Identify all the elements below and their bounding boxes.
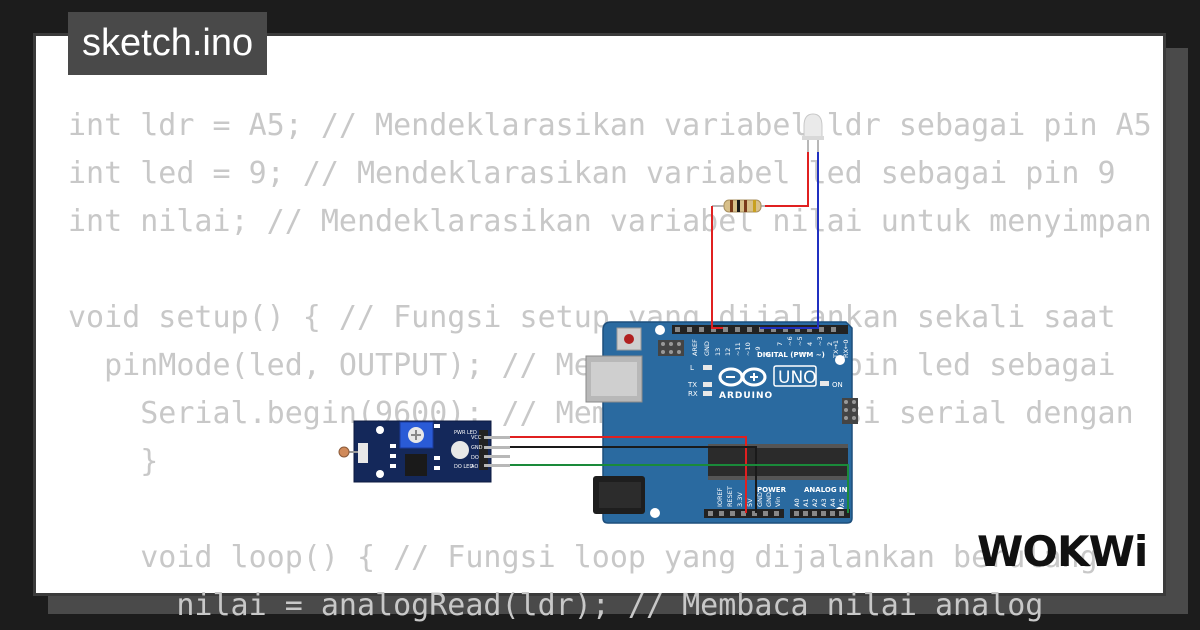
- led-l-label: L: [690, 364, 694, 372]
- digital-pin-label: TX→1: [832, 340, 840, 359]
- board-brand-label: ARDUINO: [719, 391, 773, 401]
- analog-pin-label: A2: [811, 498, 819, 507]
- code-listing: int ldr = A5; // Mendeklarasikan variabe…: [68, 102, 1152, 630]
- led-on-label: ON: [832, 381, 843, 389]
- aref-label: AREF: [691, 339, 699, 356]
- led-tx: [703, 382, 712, 387]
- power-pin-label: IOREF: [716, 487, 724, 507]
- analog-header: [790, 509, 850, 518]
- digital-pin-label: 2: [826, 342, 834, 346]
- digital-pin-label: ~5: [796, 336, 804, 346]
- sensor-pin-label: AO: [471, 464, 478, 470]
- arduino-infinity-icon: [718, 367, 767, 387]
- file-name-tag: sketch.ino: [68, 12, 268, 75]
- wire-blue: [760, 152, 819, 329]
- power-pin-label: RESET: [726, 486, 734, 507]
- digital-pin-label: 12: [724, 348, 732, 356]
- digital-pin-label: ~11: [734, 342, 742, 356]
- wire-red: [765, 152, 809, 207]
- wire-red: [711, 206, 723, 329]
- wire-black: [510, 446, 757, 513]
- led-on: [820, 381, 829, 386]
- power-header-label: POWER: [757, 486, 787, 494]
- digital-pin-label: 4: [806, 342, 814, 346]
- board-model-label: UNO: [778, 368, 817, 388]
- ldr-sensor-module[interactable]: PWR LED DO LED VCC GND DO AO: [338, 420, 510, 483]
- led-tx-label: TX: [687, 381, 697, 389]
- analog-pin-label: A3: [820, 498, 828, 507]
- atmega-chip: [708, 447, 848, 477]
- analog-pin-label: A1: [802, 498, 810, 507]
- code-line: }: [68, 444, 159, 479]
- led-rx: [703, 391, 712, 396]
- mounting-hole: [655, 325, 665, 335]
- sensor-pin-label: GND: [471, 445, 483, 451]
- preview-card: int ldr = A5; // Mendeklarasikan variabe…: [33, 33, 1166, 623]
- digital-pin-label: 7: [776, 342, 784, 346]
- pwr-led-label: PWR LED: [454, 430, 477, 436]
- power-pin-label: GND: [765, 492, 773, 507]
- wokwi-logo: WOKWi: [977, 527, 1148, 576]
- code-line: void loop() { // Fungsi loop yang dijala…: [68, 540, 1098, 575]
- mounting-hole: [376, 426, 384, 434]
- mounting-hole: [376, 470, 384, 478]
- resistor[interactable]: [712, 199, 765, 213]
- mounting-hole: [650, 508, 660, 518]
- led-rx-label: RX: [688, 390, 698, 398]
- wire-red: [510, 436, 747, 513]
- analog-pin-label: A4: [829, 498, 837, 507]
- gnd-label: GND: [703, 341, 711, 356]
- power-pin-label: 5V: [746, 498, 754, 507]
- sensor-pin-label: VCC: [471, 435, 482, 441]
- wire-green: [510, 464, 849, 513]
- analog-pin-label: A0: [793, 498, 801, 507]
- code-line: void setup() { // Fungsi setup yang dija…: [68, 300, 1116, 335]
- photoresistor: [338, 446, 358, 458]
- digital-pin-label: 8: [764, 352, 772, 356]
- digital-pin-label: 13: [714, 348, 722, 356]
- sensor-pin-label: DO: [471, 455, 479, 461]
- analog-pin-label: A5: [838, 498, 846, 507]
- power-pin-label: 3.3V: [736, 492, 744, 507]
- mounting-hole: [835, 355, 845, 365]
- do-led-label: DO LED: [454, 464, 473, 470]
- digital-pin-label: ~10: [744, 342, 752, 356]
- code-line: nilai = analogRead(ldr); // Membaca nila…: [68, 588, 1044, 623]
- digital-pin-label: ~6: [786, 336, 794, 346]
- digital-pin-label: RX←0: [842, 339, 850, 358]
- power-pin-label: Vin: [774, 497, 782, 507]
- digital-pin-label: ~3: [816, 336, 824, 346]
- power-pin-label: GND: [756, 492, 764, 507]
- code-line: int led = 9; // Mendeklarasikan variabel…: [68, 156, 1116, 191]
- comparator-chip: [405, 454, 427, 476]
- led-l: [703, 365, 712, 370]
- digital-pin-label: ~9: [754, 346, 762, 356]
- wires: [510, 152, 849, 513]
- led[interactable]: [802, 113, 824, 152]
- digital-header-label: DIGITAL (PWM ~): [757, 351, 825, 359]
- indicator-led: [451, 441, 469, 459]
- wokwi-logo-text: WOKWi: [977, 527, 1147, 576]
- analog-header-label: ANALOG IN: [804, 486, 848, 494]
- arduino-uno-board[interactable]: AREF GND 13 12 ~11 ~10 ~9 8 7 ~6 ~5 4 ~3…: [585, 321, 858, 524]
